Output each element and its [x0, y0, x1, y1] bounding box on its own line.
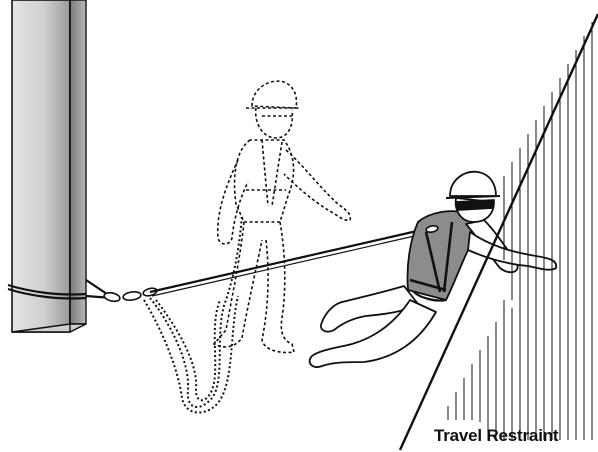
diagram-caption: Travel Restraint — [434, 426, 558, 446]
anchor-column — [12, 0, 86, 332]
active-worker — [310, 172, 557, 367]
restraint-lanyard — [150, 228, 432, 296]
lanyard-slack-coil — [144, 215, 242, 413]
snap-hooks — [103, 287, 157, 303]
